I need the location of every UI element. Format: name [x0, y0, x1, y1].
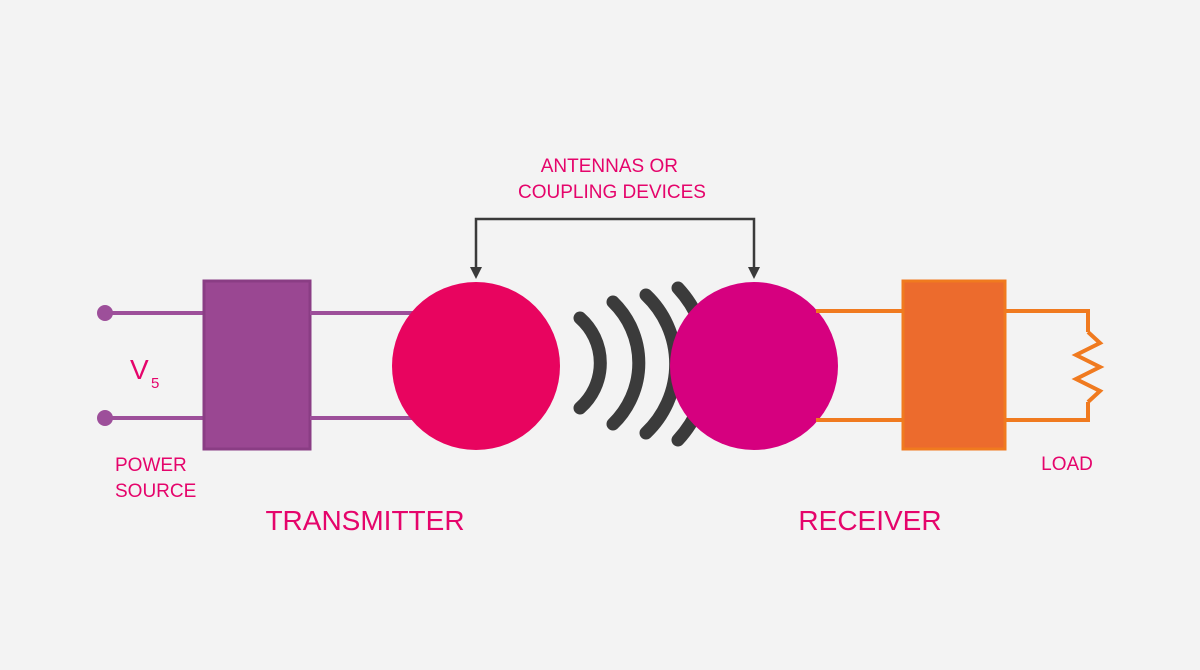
receiver-block [901, 279, 1007, 451]
power-source-label: POWER SOURCE [115, 455, 196, 502]
antennas-line1: ANTENNAS OR [541, 156, 678, 177]
receiver-label: RECEIVER [798, 505, 941, 536]
bracket-line [474, 217, 756, 268]
antenna-bracket [474, 217, 756, 268]
source-terminal-bottom [97, 410, 113, 426]
transmitter-wires [310, 311, 420, 420]
wave-arc-2 [606, 295, 646, 431]
receiver-antenna [670, 282, 838, 450]
source-terminal-top [97, 305, 113, 321]
voltage-label: V [130, 354, 149, 385]
antennas-label: ANTENNAS OR COUPLING DEVICES [518, 156, 706, 203]
transmitter-antenna [392, 282, 560, 450]
power-source-wires [97, 305, 205, 426]
bracket-arrow-right [748, 267, 760, 279]
voltage-subscript: 5 [151, 375, 159, 392]
load-label: LOAD [1041, 454, 1093, 475]
load-wire-top [1005, 309, 1090, 332]
resistor-icon [1071, 330, 1105, 404]
power-source-line2: SOURCE [115, 481, 196, 502]
wave-arc-1 [573, 311, 607, 415]
transmitter-label: TRANSMITTER [265, 505, 464, 536]
load-wire-bottom [1005, 402, 1090, 422]
bracket-arrow-left [470, 267, 482, 279]
transmitter-block [202, 279, 312, 451]
antennas-line2: COUPLING DEVICES [518, 182, 706, 203]
power-source-line1: POWER [115, 455, 187, 476]
receiver-wires [816, 309, 903, 422]
load-circuit [1005, 309, 1105, 422]
